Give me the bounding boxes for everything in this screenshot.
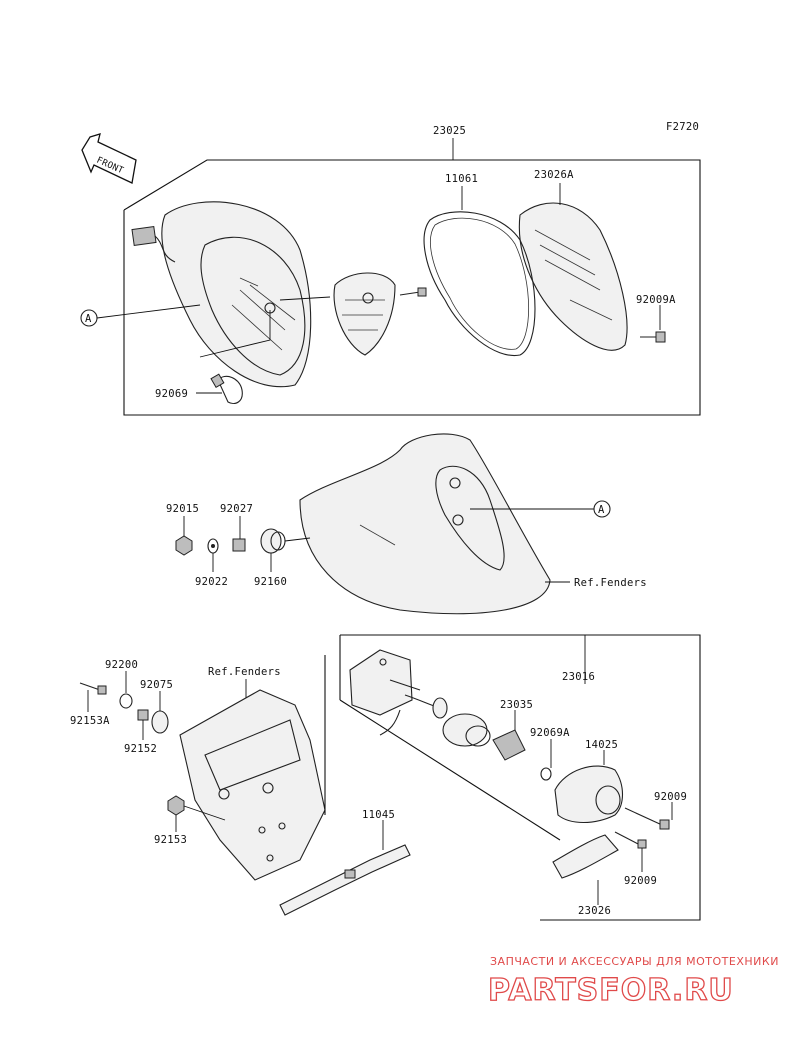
part-label-92027: 92027 xyxy=(220,503,253,515)
watermark-tagline: ЗАПЧАСТИ И АКСЕССУАРЫ ДЛЯ МОТОТЕХНИКИ xyxy=(490,955,779,968)
nut-92015-icon xyxy=(175,535,193,556)
bulb-92069-icon xyxy=(210,373,243,405)
callout-a-top-label: A xyxy=(85,313,92,325)
license-plate-holder-11045 xyxy=(279,844,411,916)
collar-92152-icon xyxy=(137,709,149,721)
part-label-92152: 92152 xyxy=(124,743,157,755)
part-label-92153A: 92153A xyxy=(70,715,110,727)
bulb-92069A-icon xyxy=(540,767,552,781)
gasket-11061 xyxy=(423,211,536,357)
license-light-assembly-frame xyxy=(324,634,701,921)
light-socket-holder xyxy=(442,713,491,747)
rear-fender xyxy=(299,433,551,615)
license-plate-bracket xyxy=(179,689,326,881)
ref-fenders-label-2: Ref.Fenders xyxy=(208,666,281,678)
screw-92009-a-icon xyxy=(624,807,670,830)
screw-92009-b-icon xyxy=(614,831,647,849)
part-label-92009-a: 92009 xyxy=(654,791,687,803)
part-label-14025: 14025 xyxy=(585,739,618,751)
part-label-92160: 92160 xyxy=(254,576,287,588)
nut-92153-icon xyxy=(167,795,185,816)
grommet-92075-icon xyxy=(151,710,169,734)
part-label-92200: 92200 xyxy=(105,659,138,671)
part-label-92009-b: 92009 xyxy=(624,875,657,887)
part-label-92153: 92153 xyxy=(154,834,187,846)
lens-23026A xyxy=(518,202,628,351)
part-label-23025: 23025 xyxy=(433,125,466,137)
socket-wire xyxy=(379,694,448,736)
ref-fenders-label-1: Ref.Fenders xyxy=(574,577,647,589)
washer-92022-icon xyxy=(207,538,219,554)
front-arrow-icon: FRONT xyxy=(81,133,137,184)
collar-92027-icon xyxy=(232,538,246,552)
lens-14025 xyxy=(554,765,624,824)
washer-92200-icon xyxy=(119,693,133,709)
callout-a-mid xyxy=(593,500,611,518)
callout-a-mid-label: A xyxy=(598,504,605,516)
part-label-92022: 92022 xyxy=(195,576,228,588)
screw-92009A-icon xyxy=(640,331,666,343)
part-label-11045: 11045 xyxy=(362,809,395,821)
taillight-assembly-frame xyxy=(123,138,701,416)
part-label-92009A: 92009A xyxy=(636,294,676,306)
part-label-92015: 92015 xyxy=(166,503,199,515)
reflector-insert xyxy=(333,272,396,356)
wire-connector xyxy=(131,225,176,263)
part-label-23026A: 23026A xyxy=(534,169,574,181)
light-base xyxy=(349,649,421,716)
part-label-23016: 23016 xyxy=(562,671,595,683)
screw-icon xyxy=(399,287,427,297)
taillight-housing xyxy=(161,201,312,388)
watermark: ЗАПЧАСТИ И АКСЕССУАРЫ ДЛЯ МОТОТЕХНИКИ PA… xyxy=(487,955,779,1009)
socket-23035-icon xyxy=(492,729,526,761)
part-label-23035: 23035 xyxy=(500,699,533,711)
watermark-logo: PARTSFOR.RU xyxy=(488,973,734,1008)
bolt-92153A-icon xyxy=(79,682,107,695)
part-label-92069A: 92069A xyxy=(530,727,570,739)
figure-code: F2720 xyxy=(666,121,699,133)
cover-23026 xyxy=(552,834,619,879)
grommet-92160-icon xyxy=(260,528,286,554)
part-label-23026: 23026 xyxy=(578,905,611,917)
part-label-92075: 92075 xyxy=(140,679,173,691)
part-label-11061: 11061 xyxy=(445,173,478,185)
part-label-92069: 92069 xyxy=(155,388,188,400)
